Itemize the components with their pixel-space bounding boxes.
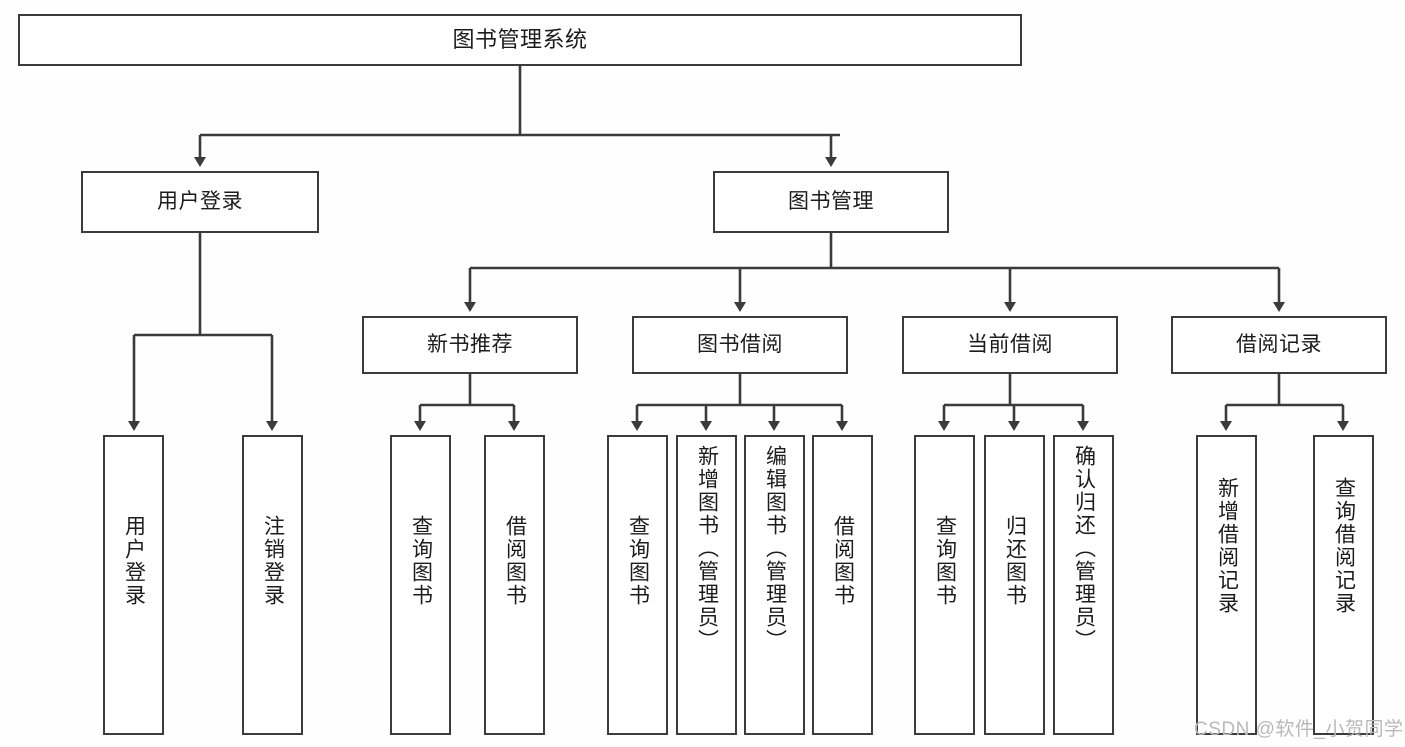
node-leaf-query-book-3[interactable]: 查询图书 <box>914 435 975 735</box>
node-leaf-user-login[interactable]: 用户登录 <box>103 435 164 735</box>
node-leaf-query-book-1[interactable]: 查询图书 <box>390 435 451 735</box>
node-leaf-edit-book-label: 编辑图书（管理员） <box>763 445 787 652</box>
node-leaf-return-book-label: 归还图书 <box>1003 515 1027 607</box>
node-leaf-edit-book[interactable]: 编辑图书（管理员） <box>744 435 805 735</box>
node-borrow-record[interactable]: 借阅记录 <box>1171 316 1387 374</box>
node-leaf-query-record-label: 查询借阅记录 <box>1332 477 1356 615</box>
node-leaf-confirm-return-label: 确认归还（管理员） <box>1072 445 1096 652</box>
node-current-borrow-label: 当前借阅 <box>967 332 1053 356</box>
node-leaf-user-logout-label: 注销登录 <box>261 515 285 607</box>
node-user-login-label: 用户登录 <box>157 189 243 213</box>
node-user-login[interactable]: 用户登录 <box>81 171 319 233</box>
node-leaf-add-record-label: 新增借阅记录 <box>1215 477 1239 615</box>
node-leaf-borrow-book-2[interactable]: 借阅图书 <box>812 435 873 735</box>
node-leaf-user-logout[interactable]: 注销登录 <box>242 435 303 735</box>
node-leaf-query-record[interactable]: 查询借阅记录 <box>1313 435 1374 735</box>
node-book-borrow-label: 图书借阅 <box>697 332 783 356</box>
node-book-manage-label: 图书管理 <box>788 189 874 213</box>
node-leaf-query-book-2[interactable]: 查询图书 <box>607 435 668 735</box>
node-leaf-query-book-3-label: 查询图书 <box>933 515 957 607</box>
node-leaf-add-book-label: 新增图书（管理员） <box>695 445 719 652</box>
node-new-book-rec[interactable]: 新书推荐 <box>362 316 578 374</box>
node-leaf-borrow-book-1-label: 借阅图书 <box>503 515 527 607</box>
node-book-manage[interactable]: 图书管理 <box>713 171 949 233</box>
watermark: CSDN @软件_小贺同学 <box>1194 719 1404 740</box>
node-leaf-confirm-return[interactable]: 确认归还（管理员） <box>1053 435 1114 735</box>
node-current-borrow[interactable]: 当前借阅 <box>902 316 1118 374</box>
node-root-label: 图书管理系统 <box>452 27 588 53</box>
node-leaf-return-book[interactable]: 归还图书 <box>984 435 1045 735</box>
node-borrow-record-label: 借阅记录 <box>1236 332 1322 356</box>
node-leaf-query-book-2-label: 查询图书 <box>626 515 650 607</box>
node-new-book-rec-label: 新书推荐 <box>427 332 513 356</box>
node-leaf-borrow-book-1[interactable]: 借阅图书 <box>484 435 545 735</box>
node-leaf-add-book[interactable]: 新增图书（管理员） <box>676 435 737 735</box>
node-root[interactable]: 图书管理系统 <box>18 14 1022 66</box>
node-leaf-user-login-label: 用户登录 <box>122 515 146 607</box>
node-leaf-borrow-book-2-label: 借阅图书 <box>831 515 855 607</box>
node-leaf-add-record[interactable]: 新增借阅记录 <box>1196 435 1257 735</box>
node-book-borrow[interactable]: 图书借阅 <box>632 316 848 374</box>
node-leaf-query-book-1-label: 查询图书 <box>409 515 433 607</box>
